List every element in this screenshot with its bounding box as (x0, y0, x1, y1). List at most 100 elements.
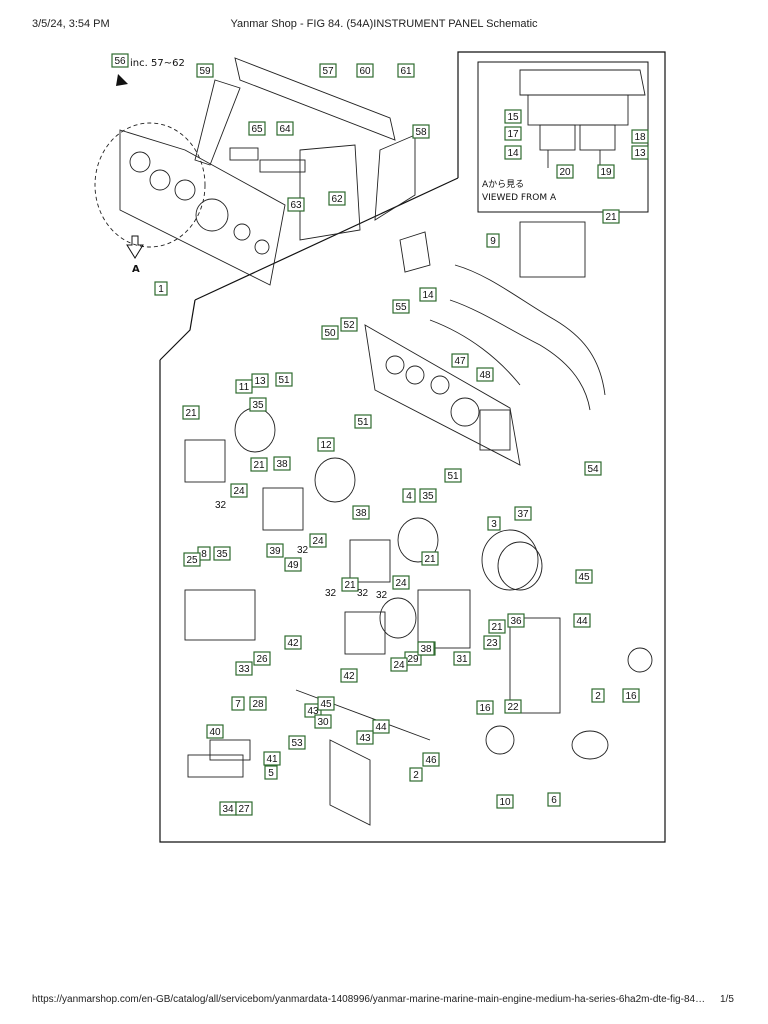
callout-box (230, 483, 248, 498)
callout-box (409, 767, 423, 782)
callout-31: 31 (453, 651, 471, 666)
view-label: A (132, 264, 140, 275)
callout-number: 51 (357, 417, 369, 428)
front-panel-drawing (94, 122, 286, 286)
callout-box (248, 121, 266, 136)
callout-9: 9 (486, 233, 500, 248)
callout-box (287, 197, 305, 212)
callout-number: 16 (625, 691, 637, 702)
callout-box (273, 456, 291, 471)
callout-box (584, 461, 602, 476)
callout-number: 29 (407, 654, 419, 665)
callout-51: 51 (354, 414, 372, 429)
callout-21: 21 (182, 405, 200, 420)
callout-38: 38 (352, 505, 370, 520)
callout-43: 43 (356, 730, 374, 745)
callout-number: 6 (551, 795, 557, 806)
callout-25: 25 (183, 552, 201, 567)
callout-box (504, 126, 522, 141)
plain-number: 32 (357, 588, 369, 599)
callout-number: 10 (499, 797, 511, 808)
callout-box (154, 281, 168, 296)
callout-21: 21 (421, 551, 439, 566)
callout-56: 56 (111, 53, 129, 68)
callout-26: 26 (253, 651, 271, 666)
callout-24: 24 (390, 657, 408, 672)
callout-number: 21 (605, 212, 617, 223)
callout-box (573, 613, 591, 628)
callout-box (591, 688, 605, 703)
callout-45: 45 (575, 569, 593, 584)
callout-21: 21 (602, 209, 620, 224)
inset-gauge-drawing (519, 69, 646, 168)
callout-55: 55 (392, 299, 410, 314)
callout-number: 3 (491, 519, 497, 530)
page-title: Yanmar Shop - FIG 84. (54A)INSTRUMENT PA… (230, 18, 538, 30)
callout-box (183, 552, 201, 567)
callout-3: 3 (487, 516, 501, 531)
source-url: https://yanmarshop.com/en-GB/catalog/all… (32, 994, 706, 1005)
callout-number: 59 (199, 66, 211, 77)
page-number: 1/5 (720, 994, 734, 1005)
callout-box (444, 468, 462, 483)
callout-number: 55 (395, 302, 407, 313)
callout-5: 5 (264, 765, 278, 780)
callout-11: 11 (235, 379, 253, 394)
callout-number: 57 (322, 66, 334, 77)
callout-19: 19 (597, 164, 615, 179)
wire-harness-drawing (399, 221, 606, 411)
plain-number: 32 (376, 590, 388, 601)
callout-box (412, 124, 430, 139)
callout-50: 50 (321, 325, 339, 340)
callout-number: 53 (291, 738, 303, 749)
callout-number: 21 (491, 622, 503, 633)
callout-37: 37 (514, 506, 532, 521)
callout-46: 46 (422, 752, 440, 767)
callout-63: 63 (287, 197, 305, 212)
callout-number: 19 (600, 167, 612, 178)
callout-24: 24 (309, 533, 327, 548)
callout-number: 37 (517, 509, 529, 520)
callout-54: 54 (584, 461, 602, 476)
callout-number: 13 (634, 148, 646, 159)
callout-number: 28 (252, 699, 264, 710)
callout-number: 14 (507, 148, 519, 159)
callout-number: 8 (201, 549, 207, 560)
callout-box (390, 657, 408, 672)
callout-box (392, 575, 410, 590)
callout-12: 12 (317, 437, 335, 452)
callout-number: 7 (235, 699, 241, 710)
callout-number: 65 (251, 124, 263, 135)
callout-34: 34 (219, 801, 237, 816)
back-plate-drawing (364, 324, 521, 466)
callout-49: 49 (284, 557, 302, 572)
callout-box (483, 635, 501, 650)
plain-number: 32 (325, 588, 337, 599)
callout-box (419, 488, 437, 503)
callout-box (476, 700, 494, 715)
callout-number: 31 (456, 654, 468, 665)
callout-48: 48 (476, 367, 494, 382)
callout-box (196, 63, 214, 78)
gauges-drawing (184, 407, 653, 760)
callout-number: 4 (406, 491, 412, 502)
callout-box (111, 53, 129, 68)
callout-box (341, 577, 359, 592)
callout-box (372, 719, 390, 734)
callout-number: 62 (331, 194, 343, 205)
callout-number: 43 (307, 706, 319, 717)
print-timestamp: 3/5/24, 3:54 PM (32, 18, 110, 30)
callout-number: 15 (507, 112, 519, 123)
callout-23: 23 (483, 635, 501, 650)
callout-52: 52 (340, 317, 358, 332)
callout-58: 58 (412, 124, 430, 139)
callout-box (213, 546, 231, 561)
callout-number: 14 (422, 290, 434, 301)
callout-51: 51 (444, 468, 462, 483)
callout-number: 25 (186, 555, 198, 566)
callout-1: 1 (154, 281, 168, 296)
callout-box (504, 109, 522, 124)
callout-number: 51 (278, 375, 290, 386)
callout-box (421, 551, 439, 566)
callout-28: 28 (249, 696, 267, 711)
